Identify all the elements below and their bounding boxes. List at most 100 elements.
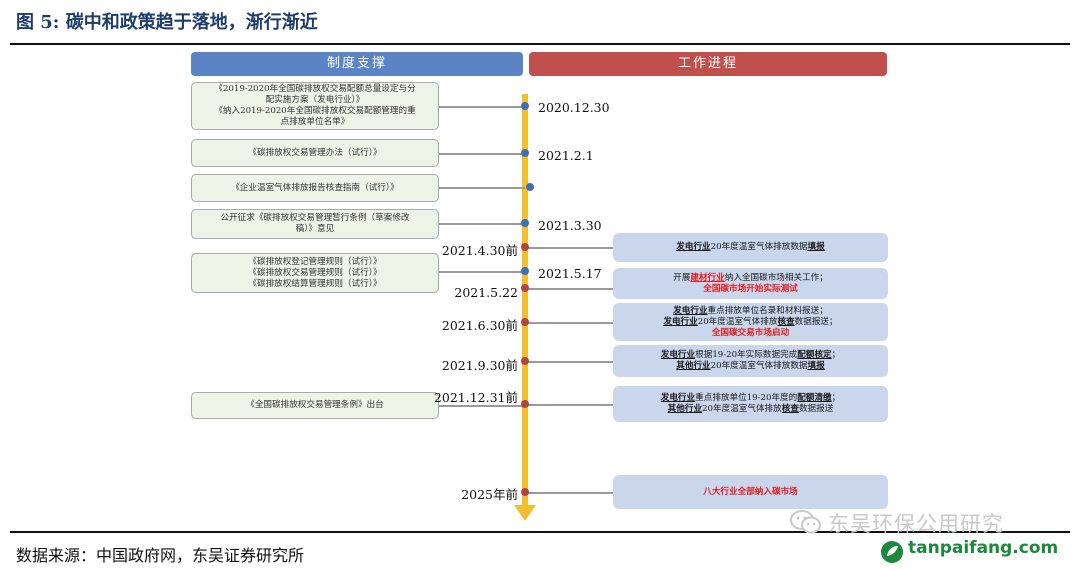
date-label: 2021.6.30前 (441, 318, 518, 333)
date-label: 2021.3.30 (538, 218, 602, 233)
highlight-text: 填报 (807, 242, 825, 252)
timeline-arrow-icon (514, 505, 536, 521)
highlight-text: 发电行业 (660, 393, 696, 403)
policy-box-trading-measures: 《碳排放权交易管理办法（试行）》 (191, 139, 439, 167)
text-segment: 纳入全国碳市场相关工作； (724, 272, 828, 283)
connector-line (439, 271, 525, 273)
connector-line (439, 106, 525, 108)
box-text-line: 配实施方案（发电行业）》 (265, 95, 365, 105)
text-segment: 数据报送； (794, 316, 838, 327)
box-text-line: 八大行业全部纳入碳市场 (703, 487, 798, 498)
timeline-dot (521, 400, 529, 408)
box-text-line: 其他行业20年度温室气体排放核查数据报送 (661, 404, 841, 415)
box-text-line: 点排放单位名单》 (280, 117, 350, 127)
box-text-line: 《2019-2020年全国碳排放权交易配额总量设定与分 (214, 84, 416, 94)
timeline-dot (521, 488, 529, 496)
text-segment: 重点排放单位名录和材料报送； (707, 305, 828, 316)
box-text-line: 全国碳交易市场启动 (663, 328, 837, 339)
progress-box-building-materials: 开展建材行业纳入全国碳市场相关工作；全国碳市场开始实际测试 (613, 268, 888, 299)
timeline-dot (521, 318, 529, 326)
highlight-text: 核查 (781, 404, 799, 414)
text-segment: 重点排放单位19-20年度的 (695, 393, 798, 403)
connector-line (439, 405, 525, 407)
connector-line (525, 288, 613, 290)
highlight-text: 发电行业 (676, 242, 711, 252)
box-text-line: 全国碳市场开始实际测试 (673, 284, 828, 295)
box-text-line: 《企业温室气体排放报告核查指南（试行）》 (231, 182, 399, 193)
text-segment: ； (831, 350, 841, 360)
site-url: tanpaifang.com (908, 538, 1059, 558)
top-rule (10, 43, 1070, 45)
text-segment: 20年度温室气体排放数据 (710, 242, 808, 252)
text-segment: 根据19-20年实际数据完成 (695, 350, 798, 360)
timeline-dot (526, 183, 534, 191)
box-text-line: 开展建材行业纳入全国碳市场相关工作； (673, 273, 828, 284)
connector-line (525, 404, 613, 406)
connector-line (439, 187, 525, 189)
box-text-line: 《碳排放权交易管理规则（试行）》 (248, 267, 382, 278)
date-label: 2021.2.1 (538, 148, 594, 163)
policy-box-three-rules: 《碳排放权登记管理规则（试行）》《碳排放权交易管理规则（试行）》《碳排放权结算管… (191, 253, 439, 293)
box-text-line: 其他行业20年度温室气体排放数据填报 (661, 361, 841, 372)
timeline-dot (521, 102, 529, 110)
date-label: 2025年前 (461, 487, 518, 502)
date-label: 2020.12.30 (538, 100, 610, 115)
progress-box-eight-industries: 八大行业全部纳入碳市场 (613, 475, 888, 509)
timeline-dot (521, 357, 529, 365)
box-text-line: 《碳排放权交易管理办法（试行）》 (248, 147, 382, 158)
text-segment: 20年度温室气体排放数据 (710, 361, 808, 371)
highlight-text: 全国碳交易市场启动 (711, 327, 790, 338)
highlight-text: 核查 (777, 316, 795, 327)
highlight-text: 八大行业全部纳入碳市场 (703, 486, 798, 497)
highlight-text: 其他行业 (676, 361, 711, 371)
connector-line (525, 247, 613, 249)
box-text-line: 发电行业20年度温室气体排放核查数据报送； (663, 317, 837, 328)
policy-box-allocation-plan: 《2019-2020年全国碳排放权交易配额总量设定与分配实施方案（发电行业）》《… (191, 82, 439, 130)
box-text-line: 《碳排放权结算管理规则（试行）》 (248, 278, 382, 289)
connector-line (525, 492, 613, 494)
timeline-axis (522, 94, 528, 508)
box-text-line: 《全国碳排放权交易管理条例》出台 (246, 400, 384, 410)
box-text-line: 发电行业20年度温室气体排放数据填报 (676, 242, 824, 253)
highlight-text: 建材行业 (690, 272, 725, 283)
wechat-icon (790, 509, 822, 539)
text-segment: 数据报送 (798, 404, 834, 414)
box-text-line: 发电行业重点排放单位19-20年度的配额清缴； (661, 393, 841, 404)
text-segment: 20年度温室气体排放 (702, 404, 782, 414)
highlight-text: 全国碳市场开始实际测试 (703, 283, 798, 294)
timeline-dot (521, 267, 529, 275)
progress-box-market-launch: 发电行业重点排放单位名录和材料报送；发电行业20年度温室气体排放核查数据报送；全… (613, 303, 888, 341)
timeline-dot (521, 243, 529, 251)
text-segment: ； (831, 393, 841, 403)
text-segment: 开展 (673, 272, 691, 283)
box-text-line: 发电行业重点排放单位名录和材料报送； (663, 306, 837, 317)
highlight-text: 配额清缴 (797, 393, 832, 403)
timeline-dot (521, 284, 529, 292)
highlight-text: 发电行业 (673, 305, 708, 316)
date-label: 2021.9.30前 (441, 358, 518, 373)
watermark-text: 东吴环保公用研究 (828, 512, 1004, 536)
box-text-line: 发电行业根据19-20年实际数据完成配额核定； (661, 350, 841, 361)
leaf-logo-icon (880, 540, 904, 568)
header-institutional-support: 制度支撑 (191, 52, 523, 76)
highlight-text: 其他行业 (667, 404, 703, 414)
connector-line (439, 223, 525, 225)
box-text-line: 公开征求《碳排放权交易管理暂行条例（草案修改 (220, 213, 410, 223)
connector-line (525, 361, 613, 363)
box-text-line: 稿）》意见 (295, 224, 335, 234)
highlight-text: 配额核定 (797, 350, 832, 360)
figure-title: 图 5: 碳中和政策趋于落地，渐行渐近 (16, 12, 318, 33)
text-segment: 20年度温室气体排放 (697, 316, 778, 327)
connector-line (439, 153, 525, 155)
date-label: 2021.12.31前 (433, 390, 518, 405)
progress-box-quota-verification: 发电行业根据19-20年实际数据完成配额核定；其他行业20年度温室气体排放数据填… (613, 345, 888, 377)
highlight-text: 发电行业 (663, 316, 698, 327)
highlight-text: 填报 (807, 361, 825, 371)
progress-box-power-reporting: 发电行业20年度温室气体排放数据填报 (613, 233, 888, 262)
connector-line (525, 322, 613, 324)
date-label: 2021.5.17 (538, 266, 602, 281)
header-work-progress: 工作进程 (529, 52, 887, 76)
policy-box-verification-guide: 《企业温室气体排放报告核查指南（试行）》 (191, 174, 439, 202)
bottom-rule (10, 531, 1070, 533)
data-source: 数据来源：中国政府网，东吴证券研究所 (16, 546, 305, 565)
